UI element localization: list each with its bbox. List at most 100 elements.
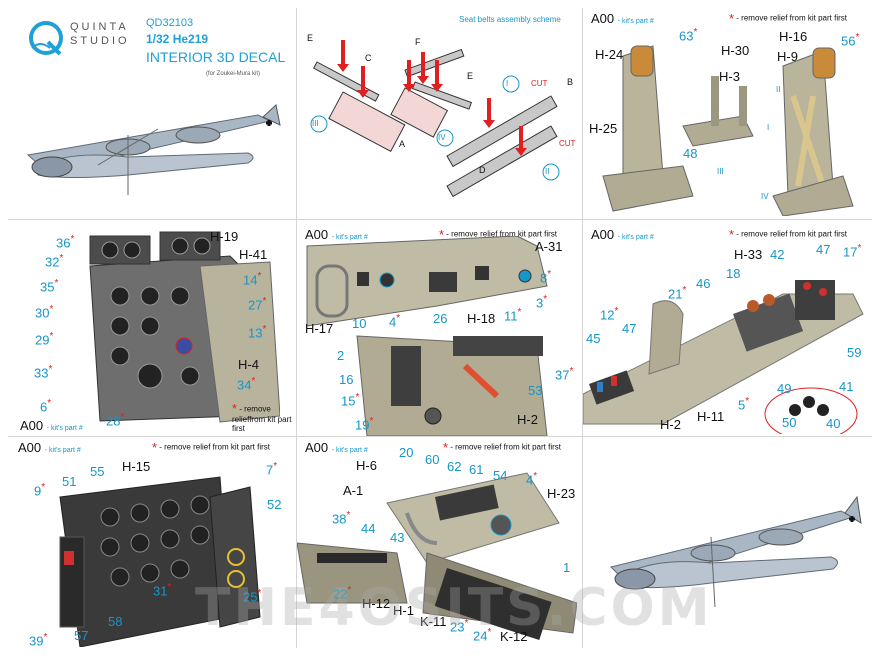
decal-number: 62 xyxy=(447,459,462,474)
product-title: INTERIOR 3D DECAL xyxy=(146,49,286,65)
grid-divider xyxy=(296,8,297,648)
part-h4: H-4 xyxy=(238,357,259,372)
part-k11: K-11 xyxy=(420,614,447,629)
part-ref-header: A00 - kit's part # xyxy=(305,228,368,241)
remove-relief-note: * - remove relief from kit part first xyxy=(443,441,561,454)
part-ref-header: A00 - kit's part # xyxy=(305,441,368,454)
red-star-icon: * xyxy=(232,401,238,416)
part-h2: H-2 xyxy=(517,412,538,427)
part-h41: H-41 xyxy=(239,247,268,262)
product-subtitle: (for Zoukei-Mura kit) xyxy=(206,71,261,77)
circle-label-iv: IV xyxy=(761,192,769,201)
panel-seats: A00 - kit's part # * - remove relief fro… xyxy=(583,0,880,219)
decal-number: 46 xyxy=(696,276,711,291)
part-code: A00 xyxy=(305,440,329,455)
part-h2: H-2 xyxy=(660,417,681,432)
decal-number: 31* xyxy=(153,582,172,599)
decal-number: 13* xyxy=(248,324,267,341)
remove-relief-text: - remove relief from kit part first xyxy=(736,13,847,23)
decal-number: 42 xyxy=(770,247,785,262)
panel-center-console: A00 - kit's part # * - remove relief fro… xyxy=(583,220,880,436)
center-console-illustration xyxy=(583,280,864,434)
red-star-icon: * xyxy=(439,227,445,242)
decal-number: 45 xyxy=(586,331,601,346)
part-h11: H-11 xyxy=(697,409,725,424)
decal-number: 54 xyxy=(493,468,508,483)
product-scale: 1/32 He219 xyxy=(146,32,209,46)
decal-number: 16 xyxy=(339,372,354,387)
part-a1: A-1 xyxy=(343,483,364,498)
decal-number: 4* xyxy=(526,471,538,488)
decal-number: 19* xyxy=(355,416,374,433)
decal-number: 2 xyxy=(337,348,345,363)
decal-number: 34* xyxy=(237,376,256,393)
part-ref-suffix: - kit's part # xyxy=(331,447,368,454)
he219-aircraft-illustration xyxy=(610,495,862,608)
decal-number: 47 xyxy=(622,321,637,336)
part-a31: A-31 xyxy=(535,239,563,254)
part-code: A00 xyxy=(591,227,615,242)
grid-divider xyxy=(8,219,872,220)
decal-number: 4* xyxy=(389,313,401,330)
decal-number: 50 xyxy=(782,415,797,430)
decal-number: 43 xyxy=(390,530,405,545)
decal-number: 21* xyxy=(668,285,687,302)
decal-number: 22* xyxy=(333,585,352,602)
belt-letter-f: F xyxy=(415,37,421,47)
decal-number: 61 xyxy=(469,462,484,477)
decal-number: 38* xyxy=(332,510,351,527)
part-ref-header: A00 - kit's part # xyxy=(18,441,81,454)
remove-relief-note: * - remove relief from kit part first xyxy=(152,441,270,454)
decal-number: 30* xyxy=(35,304,54,321)
decal-number: 27* xyxy=(248,296,267,313)
red-star-icon: * xyxy=(443,440,449,455)
decal-number: 29* xyxy=(35,331,54,348)
remove-relief-text: - remove relief from kit part first xyxy=(446,229,557,239)
decal-number: 9* xyxy=(34,482,46,499)
decal-number: 53 xyxy=(528,383,543,398)
circle-label-iii: III xyxy=(312,119,319,128)
grid-divider xyxy=(582,8,583,648)
remove-relief-text: - remove relief from kit part first xyxy=(450,442,561,452)
decal-number: 56* xyxy=(841,32,860,49)
part-code: A00 xyxy=(18,440,42,455)
red-star-icon: * xyxy=(152,440,158,455)
decal-number: 10 xyxy=(352,316,367,331)
decal-number: 57 xyxy=(74,628,89,643)
part-code: A00 xyxy=(20,418,44,433)
belt-letter-d: D xyxy=(479,165,486,175)
part-h30: H-30 xyxy=(721,43,750,58)
part-ref-suffix: - kit's part # xyxy=(617,18,654,25)
decal-number: 28* xyxy=(106,412,125,429)
part-h25: H-25 xyxy=(589,121,618,136)
decal-number: 33* xyxy=(34,364,53,381)
decal-number: 23* xyxy=(450,618,469,635)
brand-name-line2: STUDIO xyxy=(70,35,130,47)
part-ref-suffix: - kit's part # xyxy=(46,425,83,432)
part-h3: H-3 xyxy=(719,69,740,84)
part-h17: H-17 xyxy=(305,321,334,336)
remove-relief-text: - remove relief from kit part first xyxy=(736,229,847,239)
decal-number: 6* xyxy=(40,398,52,415)
panel-front-dashboard: A00 - kit's part # * - remove relief fro… xyxy=(0,437,296,657)
part-h12: H-12 xyxy=(362,596,391,611)
cut-label: CUT xyxy=(559,139,576,148)
remove-relief-text: - remove relieffrom kit part first xyxy=(232,404,292,434)
decal-number: 3* xyxy=(536,294,548,311)
part-h16: H-16 xyxy=(779,29,808,44)
decal-number: 55 xyxy=(90,464,105,479)
part-h6: H-6 xyxy=(356,458,377,473)
decal-number: 20 xyxy=(399,445,414,460)
decal-number: 41 xyxy=(839,379,854,394)
part-ref-suffix: - kit's part # xyxy=(617,234,654,241)
decal-number: 39* xyxy=(29,632,48,649)
decal-number: 24* xyxy=(473,627,492,644)
part-h24: H-24 xyxy=(595,47,624,62)
panel-instrument-panel: H-19 H-41 H-4 36* 32* 35* 30* 29* 33* 6*… xyxy=(0,220,296,436)
decal-number: 1 xyxy=(563,560,571,575)
decal-number: 51 xyxy=(62,474,77,489)
decal-number: 36* xyxy=(56,234,75,251)
part-h19: H-19 xyxy=(210,229,239,244)
panel-seat-belts: Seat belts assembly scheme xyxy=(297,0,582,219)
decal-number: 60 xyxy=(425,452,440,467)
